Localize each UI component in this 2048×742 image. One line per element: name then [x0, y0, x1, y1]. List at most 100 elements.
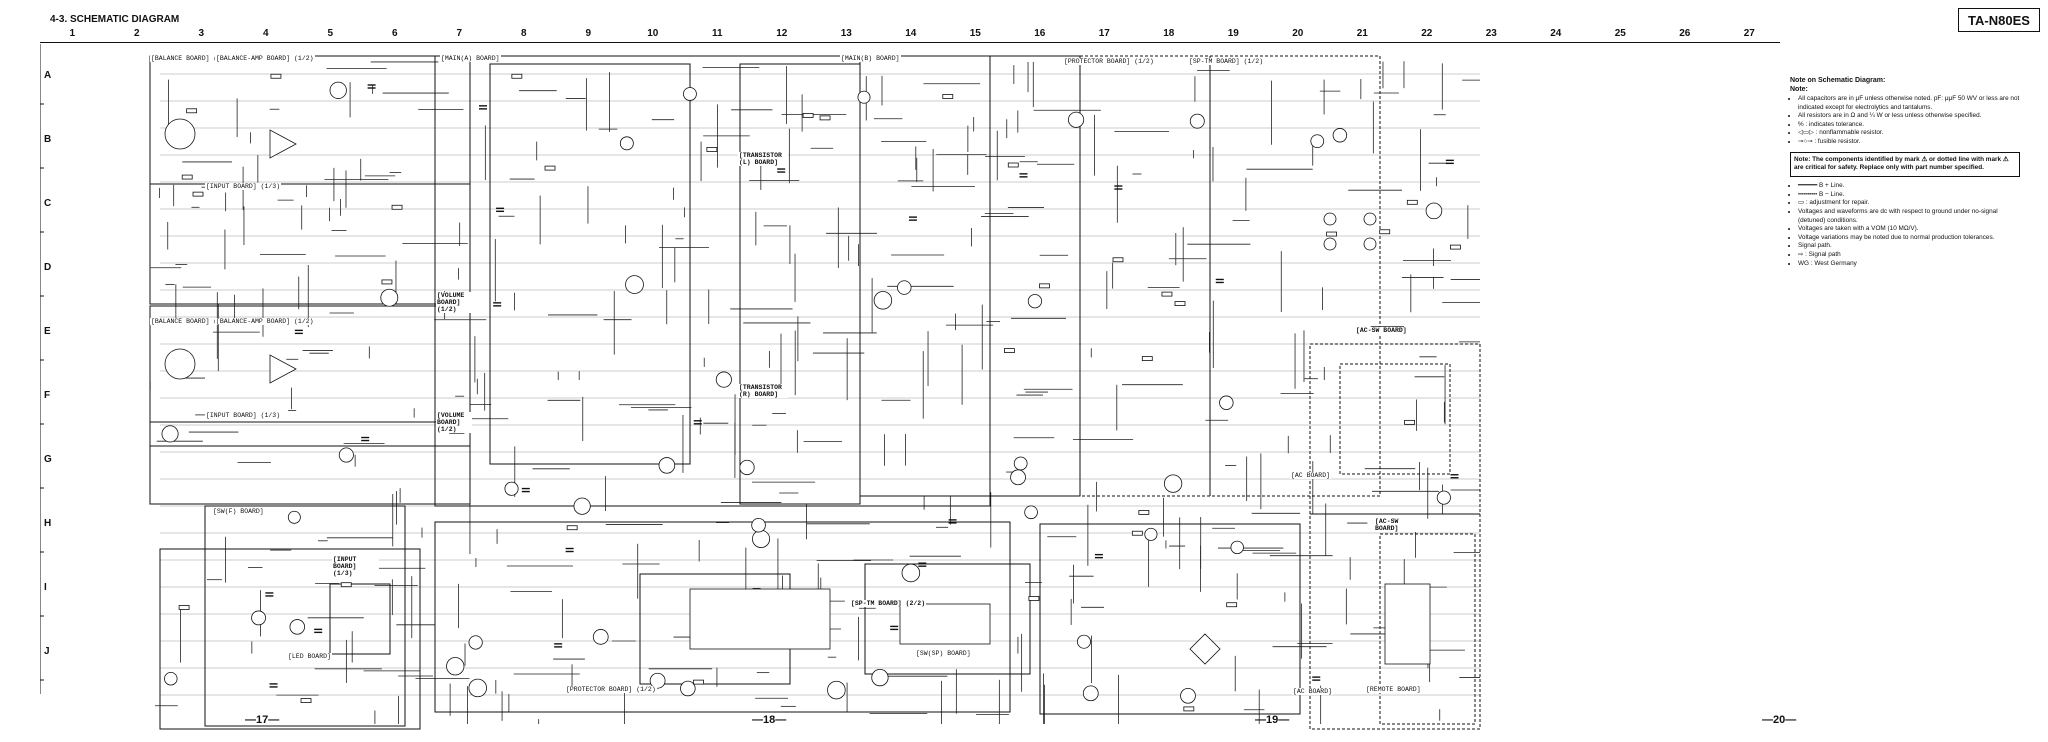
column-label: 27: [1743, 28, 1755, 39]
note-item: Voltages are taken with a VOM (10 MΩ/V).: [1798, 225, 2020, 234]
page-number-18: —18—: [752, 714, 787, 726]
board-label-main-b: [MAIN(B) BOARD]: [840, 55, 901, 62]
transistor-symbol: [625, 275, 644, 294]
board-label-main-a: [MAIN(A) BOARD]: [440, 55, 501, 62]
transistor-symbol: [1067, 111, 1085, 128]
column-label: 24: [1550, 28, 1562, 39]
transistor-symbol: [1010, 469, 1026, 486]
transistor-symbol: [1230, 540, 1244, 555]
note-item: ━━━━━ B + Line.: [1798, 182, 2020, 191]
board-label-ac-sw-top: [AC-SW BOARD]: [1355, 327, 1408, 334]
board-outline: [1309, 343, 1481, 515]
resistor-symbol: [391, 204, 403, 210]
row-label: D: [44, 262, 52, 273]
board-outline: [149, 183, 471, 305]
input-jack: [164, 348, 196, 380]
resistor-symbol: [544, 165, 556, 171]
resistor-symbol: [693, 679, 704, 685]
board-label-balance-amp-top: [BALANCE-AMP BOARD] (1/2): [215, 55, 315, 62]
opamp-symbol: [269, 354, 297, 384]
resistor-symbol: [1039, 283, 1050, 289]
safety-note: Note: The components identified by mark …: [1790, 151, 2020, 177]
board-outline: [489, 63, 691, 465]
page-number-19: —19—: [1255, 714, 1290, 726]
column-label: 8: [520, 28, 527, 39]
transistor-symbol: [289, 619, 305, 635]
board-outline: [739, 63, 861, 505]
transistor-symbol: [683, 87, 697, 101]
column-label: 9: [585, 28, 592, 39]
transistor-symbol: [592, 629, 609, 645]
transistor-symbol: [1219, 395, 1234, 410]
transistor-symbol: [1163, 474, 1183, 493]
board-label-input-top: [INPUT BOARD] (1/3): [205, 183, 282, 190]
board-outline: [864, 563, 1031, 675]
transistor-symbol: [164, 672, 178, 686]
grid-ticks: [40, 44, 44, 694]
column-label: 23: [1485, 28, 1497, 39]
note-item: All capacitors are in μF unless otherwis…: [1798, 95, 2020, 112]
resistor-symbol: [802, 113, 814, 118]
transistor-symbol: [1425, 202, 1443, 220]
column-label: 19: [1227, 28, 1239, 39]
transistor-symbol: [1332, 128, 1348, 143]
resistor-symbol: [1326, 231, 1337, 237]
board-label-led: [LED BOARD]: [287, 653, 332, 660]
resistor-symbol: [1131, 530, 1143, 536]
resistor-symbol: [1379, 229, 1391, 235]
column-label: 13: [840, 28, 852, 39]
column-label: 21: [1356, 28, 1368, 39]
transistor-symbol: [649, 672, 666, 689]
transistor-symbol: [1180, 687, 1196, 704]
column-label: 7: [456, 28, 463, 39]
note-item: Signal path.: [1798, 242, 2020, 251]
resistor-symbol: [706, 147, 718, 152]
transistor-symbol: [504, 481, 519, 496]
bridge-rectifier: [1189, 633, 1221, 665]
board-label-ac-bottom: [AC BOARD]: [1292, 688, 1334, 695]
resistor-symbol: [1174, 301, 1186, 306]
resistor-symbol: [270, 73, 282, 79]
page-number-17: —17—: [245, 714, 280, 726]
column-label: 15: [969, 28, 981, 39]
resistor-symbol: [1138, 510, 1150, 515]
resistor-symbol: [186, 108, 198, 114]
transistor-symbol: [1189, 113, 1205, 129]
board-label-remote: [REMOTE BOARD]: [1365, 686, 1422, 693]
board-outline: [859, 55, 1081, 497]
speaker-terminal: [1323, 237, 1337, 251]
board-outline: [1039, 523, 1301, 715]
transistor-symbol: [739, 459, 755, 476]
board-label-protector-top: [PROTECTOR BOARD] (1/2): [1063, 58, 1155, 65]
transistor-symbol: [752, 529, 771, 548]
board-outline: [1209, 55, 1381, 497]
ic-block: [689, 588, 831, 650]
transistor-symbol: [287, 510, 301, 524]
board-outline: [329, 583, 391, 655]
transistor-symbol: [329, 81, 347, 99]
column-label: 1: [69, 28, 76, 39]
speaker-terminal: [1363, 237, 1377, 251]
row-label: G: [44, 454, 52, 465]
column-label: 16: [1034, 28, 1046, 39]
transistor-symbol: [380, 288, 399, 307]
column-label: 26: [1679, 28, 1691, 39]
resistor-symbol: [300, 698, 312, 703]
board-outline: [204, 505, 406, 727]
resistor-symbol: [178, 605, 190, 610]
transistor-symbol: [1027, 294, 1043, 309]
resistor-symbol: [1028, 596, 1040, 601]
transistor-symbol: [619, 136, 634, 151]
column-label: 10: [647, 28, 659, 39]
transistor-symbol: [871, 669, 889, 687]
note-item: ▭ : adjustment for repair.: [1798, 199, 2020, 208]
resistor-symbol: [1404, 419, 1415, 425]
resistor-symbol: [1007, 162, 1019, 168]
transistor-symbol: [827, 680, 846, 700]
board-label-ac-top: [AC BOARD]: [1290, 472, 1332, 479]
board-label-transistor-r: [TRANSISTOR (R) BOARD]: [738, 384, 788, 398]
notes-list: All capacitors are in μF unless otherwis…: [1790, 95, 2020, 147]
note-item: WG : West Germany: [1798, 260, 2020, 269]
resistor-symbol: [942, 94, 954, 99]
transistor-symbol: [446, 657, 465, 676]
